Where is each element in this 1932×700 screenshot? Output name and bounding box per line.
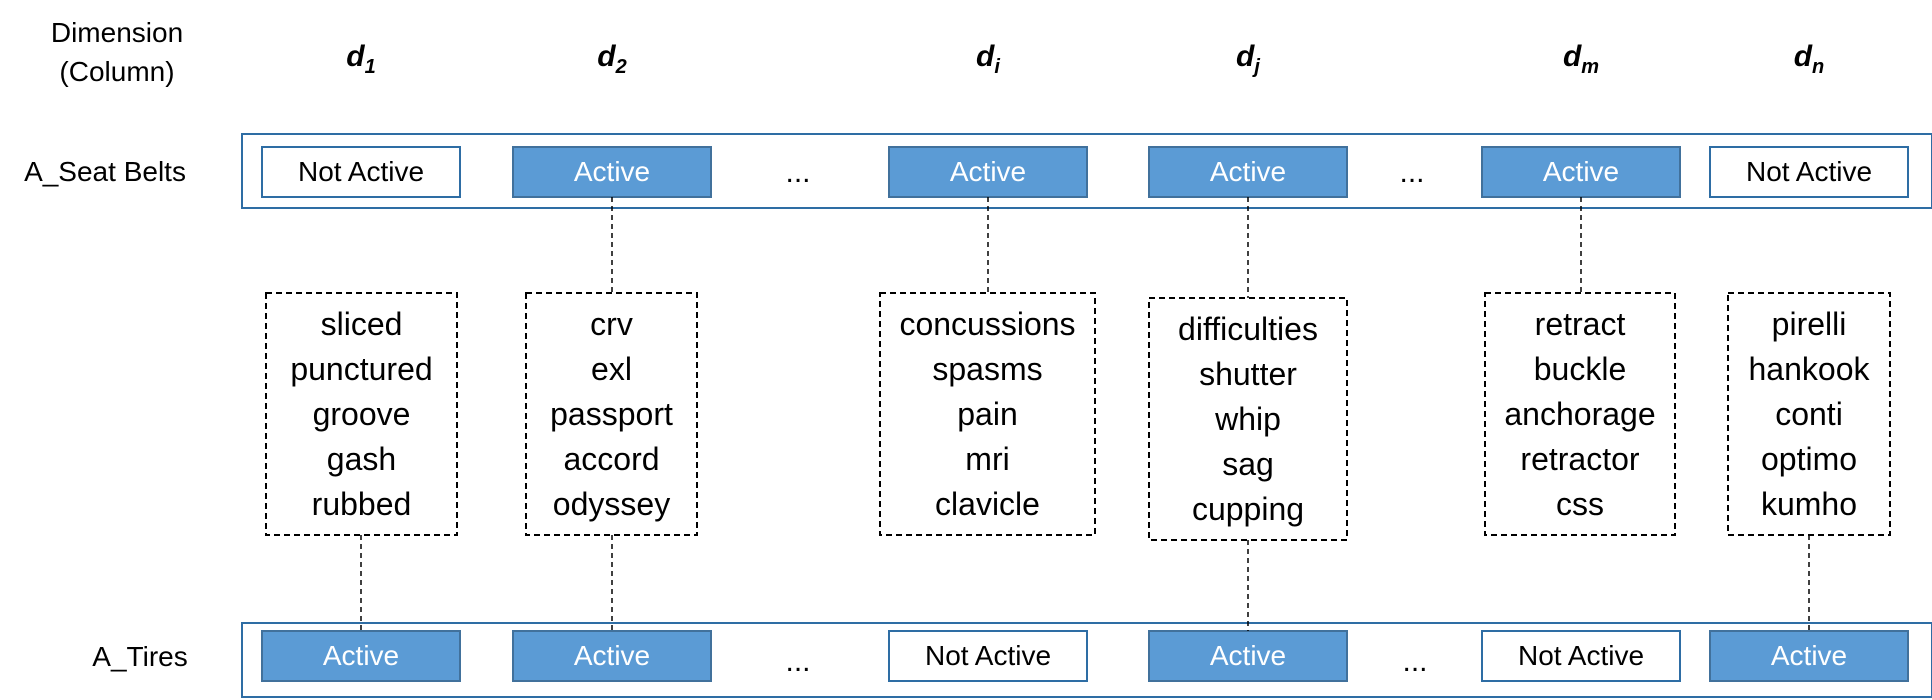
word-item: pirelli (1772, 306, 1847, 342)
state-cell-tires-n (1709, 630, 1909, 682)
word-item: optimo (1761, 441, 1857, 477)
state-label: Active (1771, 640, 1847, 671)
column-header-base: d (1563, 40, 1582, 73)
state-label: Active (1210, 156, 1286, 187)
word-item: shutter (1199, 356, 1297, 392)
ellipsis-seat-belts-1: ... (785, 156, 810, 189)
row-container-seat-belts (241, 133, 1932, 209)
column-header-i: di (976, 40, 1000, 78)
word-item: punctured (290, 351, 432, 387)
word-item: kumho (1761, 486, 1857, 522)
state-cell-tires-1 (261, 630, 461, 682)
word-item: anchorage (1504, 396, 1655, 432)
word-item: retract (1535, 306, 1626, 342)
word-list-box-j (1148, 297, 1348, 541)
state-cell-tires-j (1148, 630, 1348, 682)
row-label-tires: A_Tires (92, 641, 187, 672)
row-label-seat-belts: A_Seat Belts (24, 156, 186, 187)
column-header-base: d (597, 40, 616, 73)
column-header-base: d (1236, 40, 1255, 73)
column-header-j: dj (1236, 40, 1260, 78)
column-header-2: d2 (597, 40, 626, 78)
header-line2: (Column) (59, 56, 174, 87)
state-label: Active (323, 640, 399, 671)
state-label: Active (950, 156, 1026, 187)
word-item: retractor (1520, 441, 1639, 477)
word-item: concussions (899, 306, 1075, 342)
state-label: Not Active (925, 640, 1051, 671)
word-item: conti (1775, 396, 1843, 432)
state-cell-seat-belts-n (1709, 146, 1909, 198)
word-item: mri (965, 441, 1009, 477)
word-item: spasms (932, 351, 1042, 387)
column-header-base: d (1794, 40, 1813, 73)
word-item: buckle (1534, 351, 1627, 387)
state-cell-seat-belts-1 (261, 146, 461, 198)
word-item: pain (957, 396, 1018, 432)
column-header-subscript: n (1812, 56, 1824, 78)
word-item: difficulties (1178, 311, 1318, 347)
column-header-n: dn (1794, 40, 1825, 78)
ellipsis-tires-1: ... (785, 645, 810, 678)
column-header-m: dm (1563, 40, 1599, 78)
state-label: Active (1210, 640, 1286, 671)
word-item: passport (550, 396, 673, 432)
word-item: whip (1214, 401, 1281, 437)
word-item: accord (563, 441, 659, 477)
column-header-base: d (346, 40, 365, 73)
ellipsis-seat-belts-2: ... (1399, 156, 1424, 189)
column-header-subscript: 2 (615, 56, 627, 78)
word-list-box-1 (265, 292, 458, 536)
column-header-subscript: m (1581, 56, 1599, 78)
ellipsis-tires-2: ... (1402, 645, 1427, 678)
word-item: clavicle (935, 486, 1040, 522)
state-label: Not Active (1518, 640, 1644, 671)
state-label: Active (574, 156, 650, 187)
state-label: Not Active (298, 156, 424, 187)
column-header-subscript: 1 (365, 56, 376, 78)
word-item: exl (591, 351, 632, 387)
word-item: crv (590, 306, 633, 342)
state-cell-tires-i (888, 630, 1088, 682)
state-cell-seat-belts-m (1481, 146, 1681, 198)
state-label: Active (574, 640, 650, 671)
state-cell-tires-m (1481, 630, 1681, 682)
header-line1: Dimension (51, 17, 183, 48)
word-item: gash (327, 441, 396, 477)
word-item: rubbed (312, 486, 412, 522)
column-header-subscript: i (994, 56, 1000, 78)
word-item: odyssey (553, 486, 670, 522)
column-header-base: d (976, 40, 995, 73)
word-item: css (1556, 486, 1604, 522)
word-item: groove (313, 396, 411, 432)
word-list-box-2 (525, 292, 698, 536)
word-item: sliced (321, 306, 403, 342)
word-item: hankook (1749, 351, 1871, 387)
word-list-box-i (879, 292, 1096, 536)
state-label: Active (1543, 156, 1619, 187)
state-label: Not Active (1746, 156, 1872, 187)
word-list-box-m (1484, 292, 1676, 536)
column-header-subscript: j (1251, 56, 1260, 78)
column-header-1: d1 (346, 40, 375, 78)
word-item: sag (1222, 446, 1274, 482)
state-cell-tires-2 (512, 630, 712, 682)
word-item: cupping (1192, 491, 1304, 527)
row-container-tires (241, 622, 1932, 698)
state-cell-seat-belts-j (1148, 146, 1348, 198)
